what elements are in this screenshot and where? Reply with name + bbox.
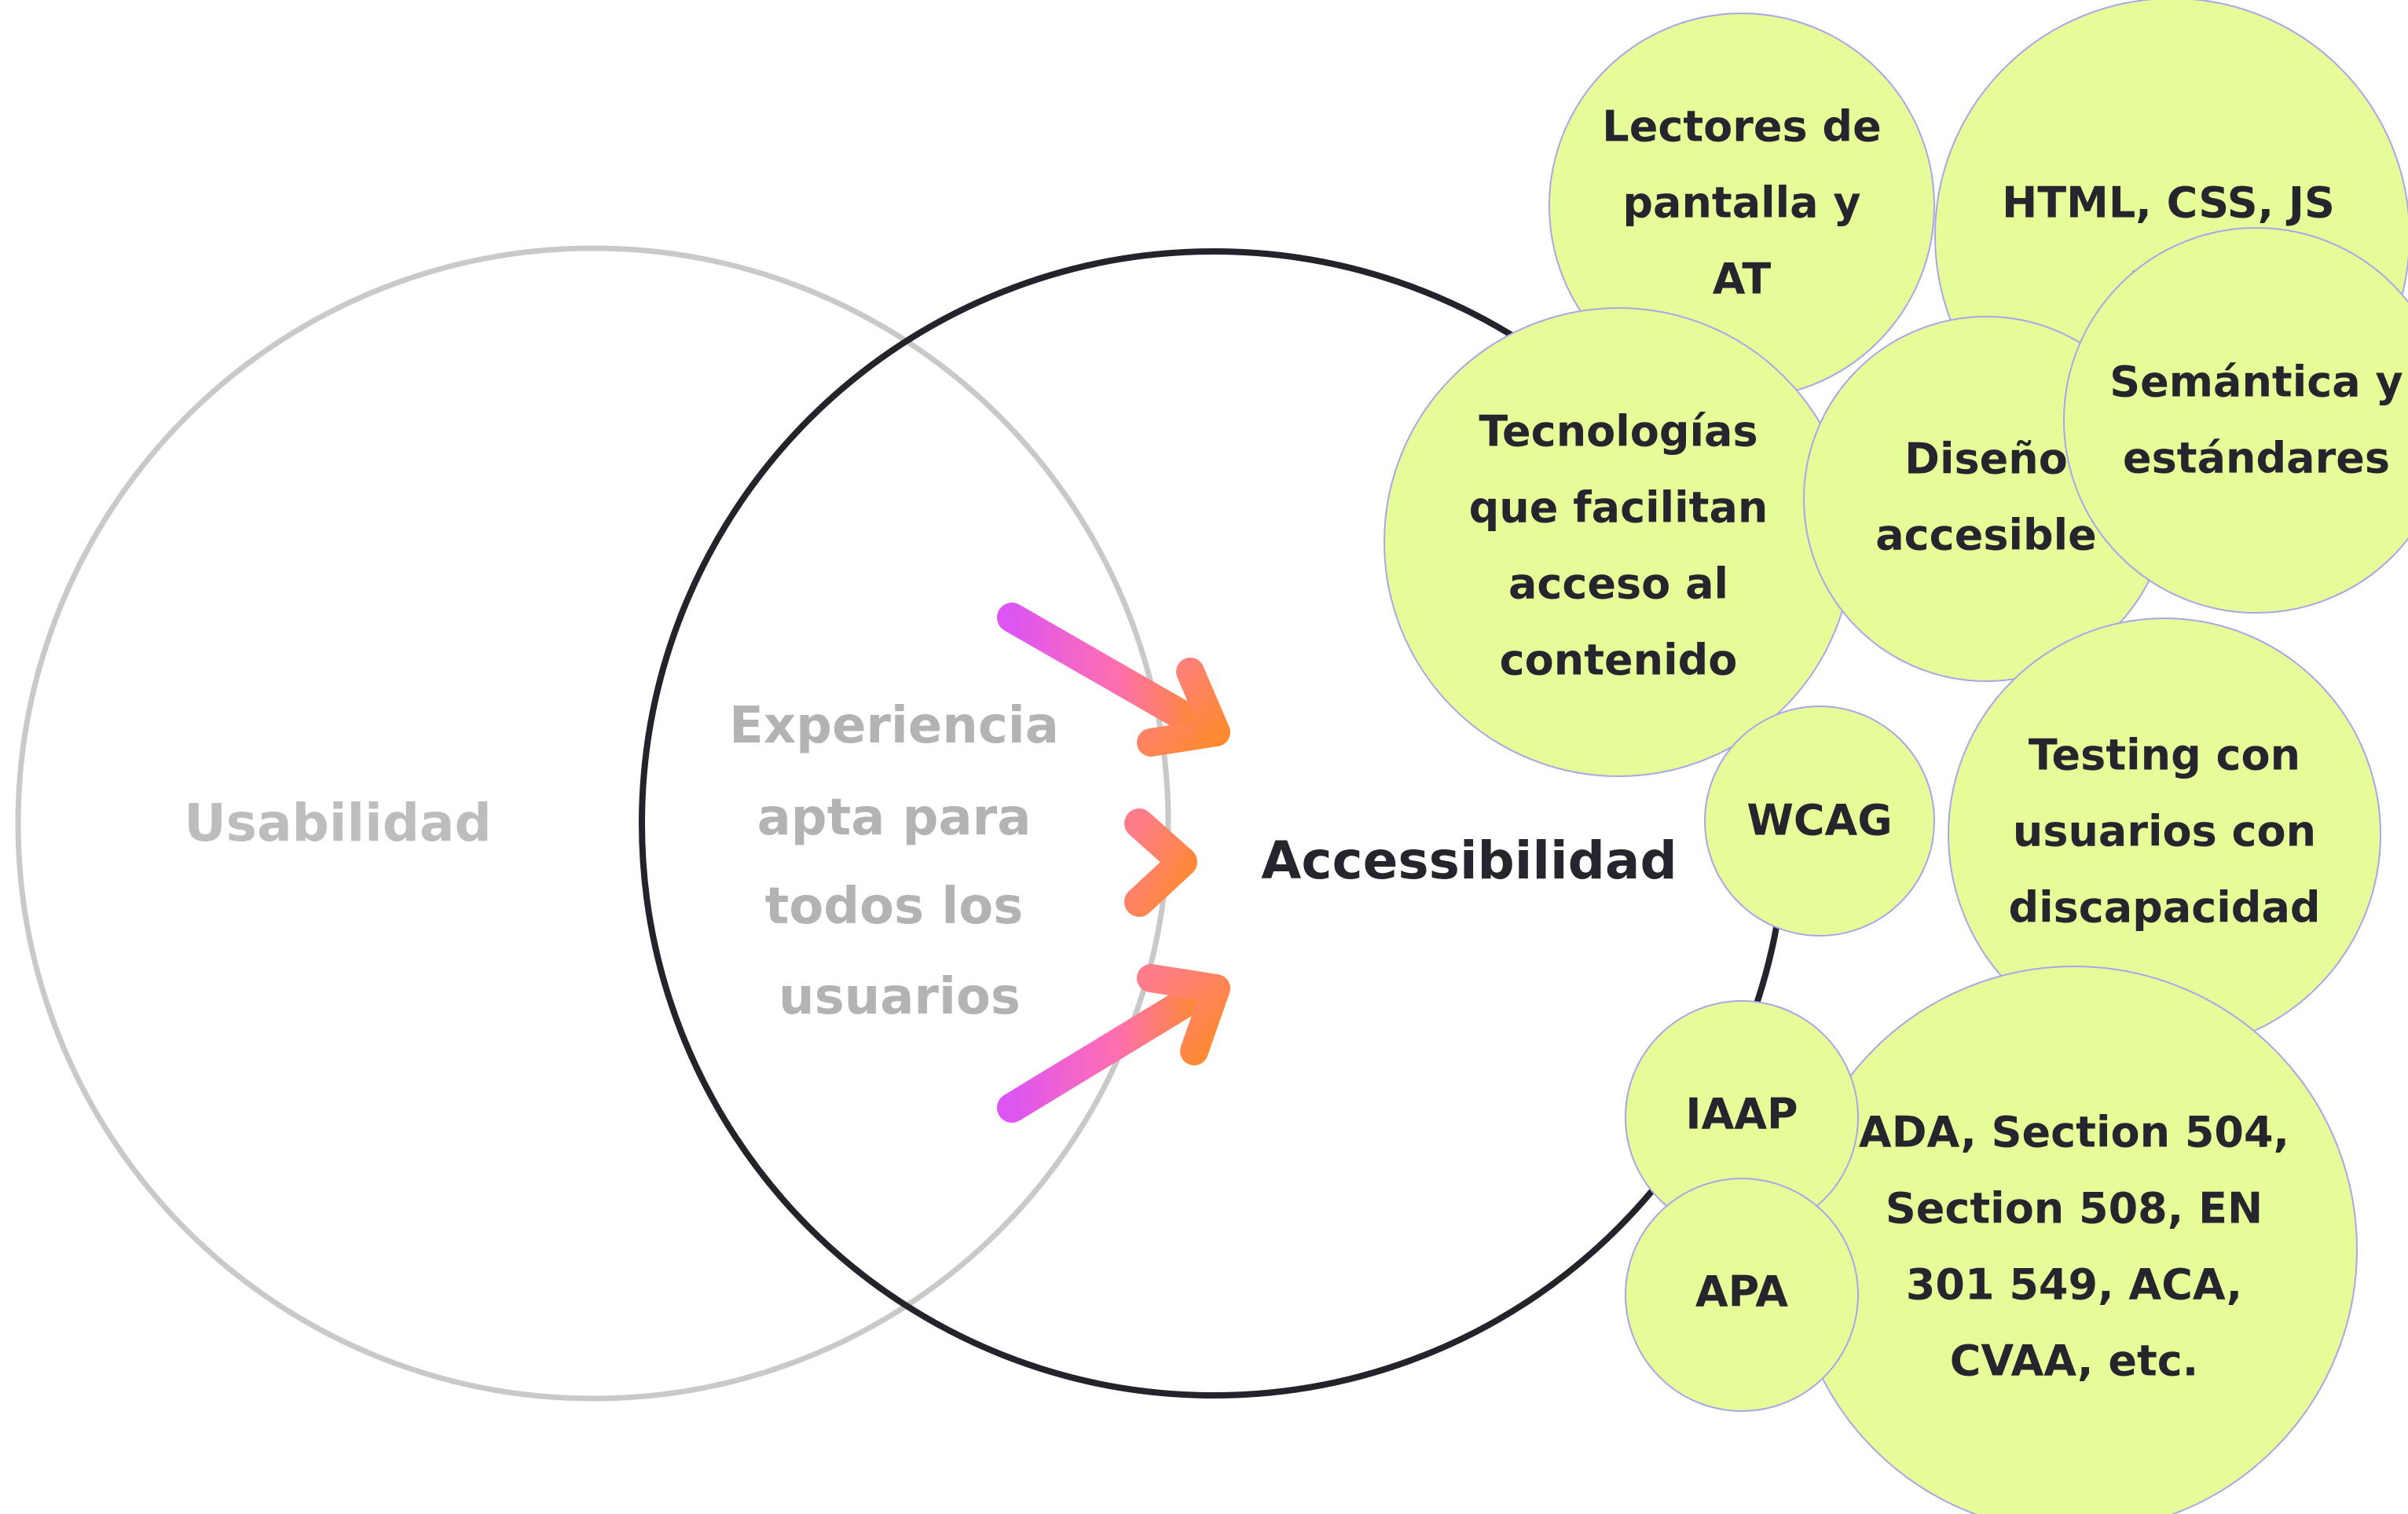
bubble-label: Lectores de: [1602, 102, 1881, 152]
bubble-testing: Testing con usuarios con discapacidad: [1948, 618, 2381, 1051]
bubble-label: estándares: [2123, 434, 2390, 483]
overlap-line: apta para: [757, 789, 1032, 847]
bubble-label: CVAA, etc.: [1950, 1336, 2199, 1386]
bubble-semantica: Semántica y estándares: [2063, 227, 2408, 614]
bubble-label: contenido: [1500, 636, 1738, 685]
bubble-label: AT: [1713, 255, 1772, 304]
overlap-label: Experiencia apta para todos los usuarios: [729, 697, 1059, 1026]
bubble-circle: [1384, 307, 1853, 777]
bubble-wcag: WCAG: [1704, 706, 1935, 937]
bubble-label: 301 549, ACA,: [1906, 1260, 2242, 1310]
bubble-lectores: Lectores de pantalla y AT: [1549, 13, 1935, 399]
overlap-line: usuarios: [779, 968, 1021, 1026]
bubble-label: discapacidad: [2008, 883, 2320, 933]
bubble-label: HTML, CSS, JS: [2002, 178, 2335, 228]
bubble-label: ADA, Section 504,: [1859, 1108, 2289, 1157]
bubble-label: Semántica y: [2109, 357, 2403, 407]
bubble-circle: [1704, 706, 1935, 937]
bubble-tecnologias: Tecnologías que facilitan acceso al conteni…: [1384, 307, 1853, 777]
arrow-icon: [927, 808, 1197, 917]
usability-circle: [15, 245, 1171, 1402]
bubble-label: que facilitan: [1469, 483, 1768, 533]
bubble-apa: APA: [1625, 1178, 1859, 1412]
bubble-label: WCAG: [1746, 796, 1892, 845]
bubble-circle: [1790, 966, 2358, 1514]
accessibility-label: Accessibilidad: [1261, 830, 1677, 891]
bubble-label: usuarios con: [2013, 807, 2316, 856]
bubble-circle: [1625, 1178, 1859, 1412]
overlap-line: Experiencia: [729, 697, 1059, 755]
bubble-label: APA: [1695, 1267, 1788, 1317]
bubble-label: Section 508, EN: [1886, 1184, 2263, 1234]
bubble-ada: ADA, Section 504, Section 508, EN 301 549,…: [1790, 966, 2358, 1514]
bubble-label: IAAP: [1685, 1090, 1798, 1139]
overlap-line: todos los: [765, 878, 1024, 936]
bubble-label: acceso al: [1508, 559, 1728, 609]
bubble-label: pantalla y: [1622, 178, 1860, 228]
bubble-label: accesible: [1875, 511, 2097, 560]
bubble-label: Tecnologías: [1479, 407, 1757, 456]
arrow-icon: [997, 603, 1230, 757]
bubble-label: Diseño: [1904, 434, 2068, 484]
arrow-icon: [997, 964, 1230, 1123]
usability-label: Usabilidad: [184, 793, 492, 853]
bubble-circle: [2063, 227, 2408, 614]
bubble-label: Testing con: [2029, 731, 2300, 780]
